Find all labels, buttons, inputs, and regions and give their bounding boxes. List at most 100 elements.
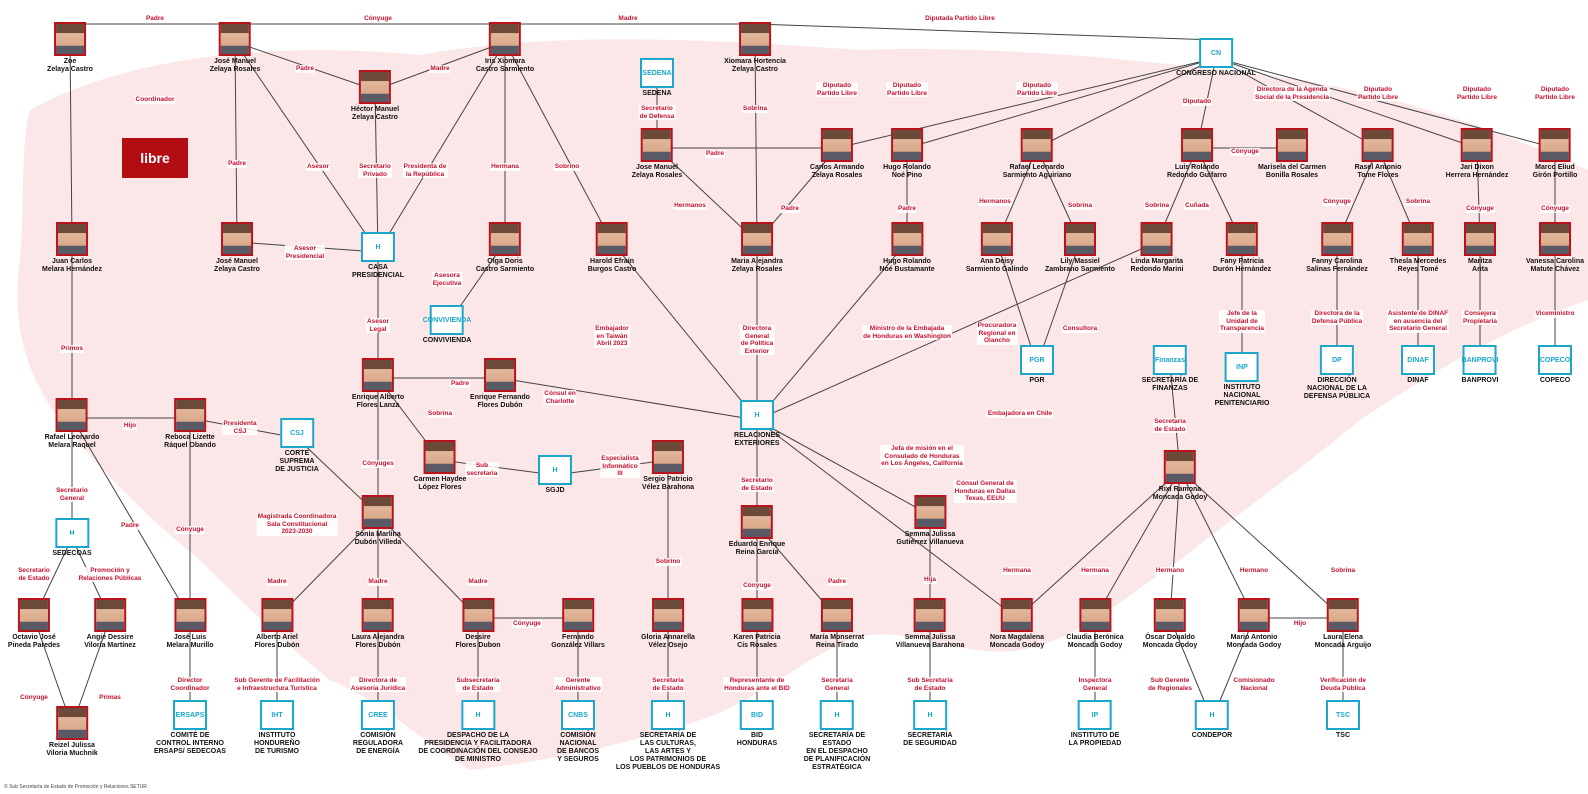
person-node[interactable]: Reboca Lizette Ráquel Obando	[164, 398, 216, 450]
person-node[interactable]: Angie Dessire Viloria Martínez	[84, 598, 136, 650]
person-node[interactable]: María Monserrat Reina Tirado	[810, 598, 864, 650]
person-node[interactable]: Marisela del Carmen Bonilla Rosales	[1258, 128, 1326, 180]
relationship-line	[756, 241, 1158, 421]
person-node[interactable]: José Manuel Zelaya Rosales	[210, 22, 260, 74]
person-node[interactable]: Semma Julissa Villanueva Barahona	[896, 598, 964, 650]
person-node[interactable]: Lily Massiel Zambrano Sarmiento	[1045, 222, 1115, 274]
person-node[interactable]: Claudia Berónica Moncada Godoy	[1066, 598, 1124, 650]
person-node[interactable]: Laura Elena Moncada Arguijo	[1315, 598, 1371, 650]
person-node[interactable]: Olga Doris Castro Sarmiento	[476, 222, 534, 274]
person-node[interactable]: Vanessa Carolina Matute Chávez	[1526, 222, 1584, 274]
person-node[interactable]: Carmen Haydee López Flores	[414, 440, 466, 492]
person-node[interactable]: Sonia Marlina Dubón Villeda	[355, 495, 401, 547]
person-node[interactable]: Rafael Leonardo Melara Raquel	[45, 398, 99, 450]
person-node[interactable]: Ana Deisy Sarmiento Galindo	[966, 222, 1028, 274]
person-node[interactable]: Jose Manuel Zelaya Rosales	[632, 128, 682, 180]
person-node[interactable]: Maritza Arita	[1464, 222, 1496, 274]
person-node[interactable]: Rafael Leonardo Sarmiento Aguiriano	[1003, 128, 1071, 180]
person-node[interactable]: Marco Eliud Girón Portillo	[1533, 128, 1577, 180]
person-node[interactable]: Eduardo Enrique Reina García	[729, 505, 785, 557]
institution-logo: BANPROVI	[1462, 345, 1498, 375]
person-node[interactable]: Alberto Ariel Flores Dubón	[254, 598, 300, 650]
relationship-label: Primas	[98, 694, 122, 702]
person-node[interactable]: Maria Alejandra Zelaya Rosales	[731, 222, 783, 274]
institution-logo-text: H	[375, 243, 381, 251]
person-node[interactable]: Héctor Manuel Zelaya Castro	[351, 70, 399, 122]
relationship-label: Diputado Partido Libre	[815, 82, 859, 97]
relationship-label: Madre	[367, 578, 389, 586]
person-node[interactable]: Hugo Rolando Noé Pino	[883, 128, 931, 180]
person-node[interactable]: Xiomara Hortencia Zelaya Castro	[724, 22, 786, 74]
person-node[interactable]: Jari Dixon Herrera Hernández	[1446, 128, 1508, 180]
person-node[interactable]: Luis Rolando Redondo Guifarro	[1167, 128, 1227, 180]
person-node[interactable]: Gloria Annarella Vélez Osejo	[641, 598, 695, 650]
person-node[interactable]: Zoe Zelaya Castro	[47, 22, 93, 74]
person-node[interactable]: Juan Carlos Melara Hernández	[42, 222, 102, 274]
person-node[interactable]: José Luis Melara Murillo	[166, 598, 214, 650]
person-node[interactable]: Carlos Armando Zelaya Rosales	[810, 128, 864, 180]
person-node[interactable]: Harold Efraín Burgos Castro	[587, 222, 637, 274]
institution-logo-text: H	[475, 711, 481, 719]
person-node[interactable]: Dessire Flores Dubon	[455, 598, 501, 650]
person-node[interactable]: Rixi Ramona Moncada Godoy	[1153, 450, 1207, 502]
person-node[interactable]: Hugo Rolando Noé Bustamante	[879, 222, 935, 274]
person-node[interactable]: Mario Antonio Moncada Godoy	[1227, 598, 1281, 650]
person-photo	[1163, 450, 1196, 484]
person-node[interactable]: Reizel Julissa Viloria Muchnik	[46, 706, 98, 758]
person-node[interactable]: Karen Patricia Cis Rosales	[733, 598, 781, 650]
person-node[interactable]: Fany Patricia Durón Hernández	[1213, 222, 1271, 274]
person-node[interactable]: Laura Alejandra Flores Dubón	[352, 598, 404, 650]
person-node[interactable]: Enrique Alberto Flores Lanza	[352, 358, 404, 410]
person-node[interactable]: Óscar Donaldo Moncada Godoy	[1143, 598, 1197, 650]
institution-name: COMISIÓN REGULADORA DE ENERGÍA	[352, 732, 404, 755]
person-node[interactable]: José Manuel Zelaya Castro	[214, 222, 260, 274]
person-node[interactable]: Nora Magdalena Moncada Godoy	[990, 598, 1044, 650]
person-name: Rasel Antonio Tome Flores	[1354, 164, 1402, 179]
institution-logo: TSC	[1326, 700, 1360, 730]
person-photo	[362, 598, 394, 632]
person-photo	[562, 598, 594, 632]
person-node[interactable]: Rasel Antonio Tome Flores	[1354, 128, 1402, 180]
relationship-label: Padre	[704, 150, 726, 158]
person-node[interactable]: Octavio José Pineda Paredes	[8, 598, 60, 650]
relationship-line	[611, 241, 758, 421]
person-node[interactable]: Thesla Mercedes Reyes Tomé	[1390, 222, 1446, 274]
person-node[interactable]: Linda Margarita Redondo Marini	[1131, 222, 1183, 274]
person-node[interactable]: Semma Julissa Gutiérrez Villanueva	[896, 495, 964, 547]
person-node[interactable]: Fernando González Villars	[551, 598, 605, 650]
person-name: Harold Efraín Burgos Castro	[587, 258, 637, 273]
person-name: Héctor Manuel Zelaya Castro	[350, 106, 400, 121]
person-node[interactable]: Sergio Patricio Vélez Barahona	[642, 440, 694, 492]
person-node[interactable]: Fanny Carolina Salinas Fernández	[1306, 222, 1368, 274]
person-node[interactable]: Enrique Fernando Flores Dubón	[470, 358, 530, 410]
relationship-line	[996, 241, 1038, 366]
person-node[interactable]: Iris Xiomara Castro Sarmiento	[476, 22, 534, 74]
